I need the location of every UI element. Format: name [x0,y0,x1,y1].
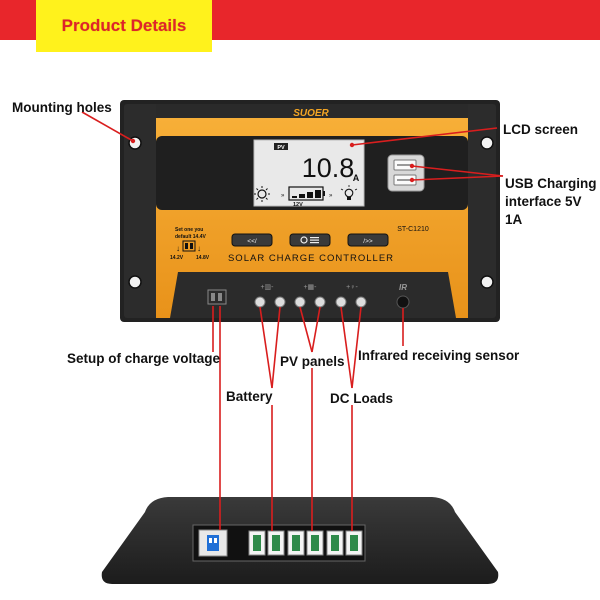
battery-terminal-icon: +▥- [260,284,274,291]
load-terminal-icon: +♀- [346,284,358,291]
voltage-note-line2: default 14.4V [175,234,207,240]
button-left-label: <</ [247,238,257,245]
label-dc-loads: DC Loads [330,391,393,406]
label-pv-panels: PV panels [280,354,345,369]
terminal-screw [274,296,286,308]
mounting-holes [128,136,494,289]
terminal-block-base [101,497,499,584]
product-name: SOLAR CHARGE CONTROLLER [228,253,394,264]
lcd-pv-box [274,143,288,150]
sun-icon [254,186,270,202]
lcd-voltage-tag: 12V [293,202,303,208]
lcd-reading: 10.8 [302,153,355,183]
button-right[interactable] [347,233,389,247]
leader-dot [409,163,415,169]
battery-icon [288,186,325,201]
pv-terminal-icon: +▦- [303,284,317,291]
leader-pv [311,306,321,353]
leader-battery [271,306,281,389]
voltage-switch-icon [182,240,196,252]
voltage-setting-note: Set one you default 14.4V ↓ ↓ 14.2V 14.8… [170,227,210,261]
voltage-dip-switch-icon [207,289,227,305]
arrow-down-icon: ↓ [176,244,180,253]
leader-loads [340,306,353,389]
voltage-note-line1: Set one you [175,227,203,233]
control-buttons: <</ />> [231,233,389,247]
model-number: ST-C1210 [397,226,429,233]
label-lcd-screen: LCD screen [503,122,578,137]
terminal-screw [314,296,326,308]
leader-dot [409,177,415,183]
label-usb-line2: interface 5V [505,194,582,209]
label-usb-line1: USB Charging [505,176,597,191]
label-setup-voltage: Setup of charge voltage [67,351,221,366]
arrow-down-icon: ↓ [197,244,201,253]
leader-loads [351,306,362,389]
arrow-icon: » [281,193,285,199]
leader-lines [81,111,504,531]
voltage-option-high: 14.8V [196,255,210,261]
page-title: Product Details [61,16,187,35]
arrow-icon: » [329,193,333,199]
mounting-hole [480,136,494,150]
leader-pv [299,306,313,353]
gear-icon [300,236,319,244]
label-battery: Battery [226,389,273,404]
terminal-screw [254,296,266,308]
terminal-recess [170,272,456,318]
ir-mark: IR [399,283,407,292]
leader-dot [130,138,136,144]
terminal-screw [335,296,347,308]
leader-usb [411,175,504,181]
leader-mounting [81,111,134,142]
leader-dots [130,138,415,183]
usb-ports [387,154,425,192]
ir-sensor [396,295,410,309]
mounting-hole [128,275,142,289]
lcd-screen: PV 10.8 A » [253,139,365,208]
leader-usb [411,165,504,177]
mounting-hole [128,136,142,150]
base-terminals [248,530,363,556]
bulb-icon [340,185,358,200]
terminal-screw [294,296,306,308]
leader-battery [259,306,273,389]
label-mounting-holes: Mounting holes [12,100,112,115]
controller-terminals: +▥- +▦- +♀- IR [207,283,410,309]
title-banner: Product Details [36,0,212,52]
label-usb-line3: 1A [505,212,523,227]
dip-switch-icon [207,535,219,551]
button-left[interactable] [231,233,273,247]
lcd-unit: A [353,173,360,183]
leader-lcd [351,127,498,146]
label-ir-sensor: Infrared receiving sensor [358,348,520,363]
button-right-label: />> [363,238,373,245]
top-trim [156,104,468,118]
lcd-pv-tag: PV [277,145,285,151]
terminal-screw [355,296,367,308]
mounting-hole [480,275,494,289]
voltage-option-low: 14.2V [170,255,184,261]
brand-logo: SUOER [293,108,329,119]
leader-dot [349,142,355,148]
